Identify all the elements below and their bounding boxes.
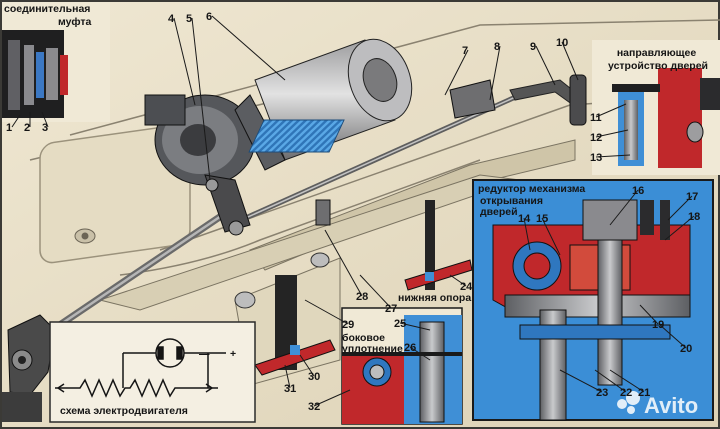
callout-leader-3	[41, 111, 49, 128]
callout-25: 25	[394, 318, 406, 330]
callout-2: 2	[24, 122, 30, 134]
callout-leader-29	[304, 299, 349, 325]
callout-13: 13	[590, 152, 602, 164]
callout-5: 5	[186, 13, 192, 25]
callout-leader-4	[173, 17, 196, 106]
callout-leader-22	[594, 369, 627, 393]
callout-9: 9	[530, 41, 536, 53]
callout-leader-15	[541, 217, 561, 256]
callout-leader-10	[561, 41, 579, 81]
vertical-post-right	[425, 200, 435, 290]
callout-20: 20	[680, 343, 692, 355]
callout-leader-25	[399, 322, 431, 331]
door-guide-title: направляющее устройство дверей	[608, 47, 708, 72]
watermark-text: Avito	[644, 393, 698, 418]
callout-17: 17	[686, 191, 698, 203]
avito-watermark: Avito	[617, 391, 698, 418]
callout-31: 31	[284, 383, 296, 395]
callout-leader-16	[609, 189, 639, 226]
callout-23: 23	[596, 387, 608, 399]
callout-leader-6	[211, 15, 286, 81]
callout-3: 3	[42, 122, 48, 134]
callout-15: 15	[536, 213, 548, 225]
callout-leader-17	[667, 195, 693, 221]
callout-11: 11	[590, 112, 602, 124]
callout-leader-24	[449, 274, 467, 287]
callout-leader-21	[609, 369, 645, 393]
callout-leader-20	[659, 324, 687, 349]
callout-leader-19	[639, 304, 659, 325]
callout-24: 24	[460, 281, 473, 293]
callout-leader-1	[11, 114, 21, 128]
side-seal-title: боковое уплотнение	[342, 332, 403, 355]
callout-19: 19	[652, 319, 664, 331]
callout-27: 27	[385, 303, 397, 315]
coupling-inset	[2, 2, 110, 122]
callout-10: 10	[556, 37, 568, 49]
callout-leader-32	[313, 389, 351, 407]
rod-end-bracket	[569, 74, 587, 126]
side-seal-title-line2: уплотнение	[342, 343, 403, 355]
callout-6: 6	[206, 11, 212, 23]
callout-leader-23	[559, 369, 603, 393]
coupling-title-line2: муфта	[58, 16, 92, 28]
callout-leader-9	[535, 45, 556, 86]
door-guide-title-line1: направляющее	[617, 47, 697, 59]
gear-housing	[144, 94, 256, 186]
side-seal-title-line1: боковое	[342, 332, 385, 344]
callout-16: 16	[632, 185, 644, 197]
callout-7: 7	[462, 45, 468, 57]
lever-link	[204, 174, 251, 236]
reducer-title-line2: открывания	[480, 195, 543, 207]
reducer-title-line1: редуктор механизма	[478, 183, 585, 195]
callout-32: 32	[308, 401, 320, 413]
callout-8: 8	[494, 41, 500, 53]
reducer-title: редуктор механизма открывания дверей	[478, 183, 588, 218]
callout-18: 18	[688, 211, 700, 223]
coupling-title: соединительная муфта	[4, 3, 93, 28]
callout-leader-28	[324, 229, 363, 297]
motor-scheme-title: схема электродвигателя	[60, 405, 188, 417]
door-knob	[81, 232, 89, 240]
door-guide-title-line2: устройство дверей	[608, 60, 708, 72]
callout-22: 22	[620, 387, 632, 399]
motor-scheme-circuit	[55, 338, 226, 398]
scheme-plus-label: +	[230, 348, 236, 360]
callout-4: 4	[168, 13, 175, 25]
callout-leader-5	[191, 17, 211, 181]
callout-leader-27	[359, 274, 392, 309]
door-guide-inset	[592, 40, 720, 175]
lower-left-mechanism	[2, 314, 56, 422]
callout-leader-13	[595, 154, 631, 158]
callout-leader-8	[489, 45, 501, 101]
ventilation-grille	[248, 119, 345, 153]
callout-1: 1	[6, 122, 12, 134]
callout-leader-26	[409, 346, 431, 361]
callout-leader-30	[299, 354, 315, 377]
callout-12: 12	[590, 132, 602, 144]
callout-leader-31	[284, 364, 291, 389]
callout-14: 14	[518, 213, 531, 225]
lower-support-title: нижняя опора	[398, 292, 471, 304]
callout-leader-7	[444, 49, 469, 96]
callout-leader-18	[664, 215, 695, 241]
coupling-title-line1: соединительная	[4, 3, 90, 15]
callout-leader-11	[595, 103, 627, 118]
scheme-minus-label: —	[199, 348, 210, 360]
lower-support-inset	[341, 307, 463, 425]
callout-leader-14	[523, 217, 531, 251]
callout-30: 30	[308, 371, 320, 383]
motor-scheme-inset: — +	[49, 321, 256, 423]
callout-28: 28	[356, 291, 368, 303]
reducer-inset	[472, 179, 714, 421]
push-rod	[228, 92, 522, 228]
callout-26: 26	[404, 342, 416, 354]
door-guide-roller-hanger	[449, 79, 496, 119]
callout-21: 21	[638, 387, 650, 399]
callout-29: 29	[342, 319, 354, 331]
callout-leader-12	[595, 129, 629, 138]
reducer-title-line3: дверей	[480, 206, 518, 218]
